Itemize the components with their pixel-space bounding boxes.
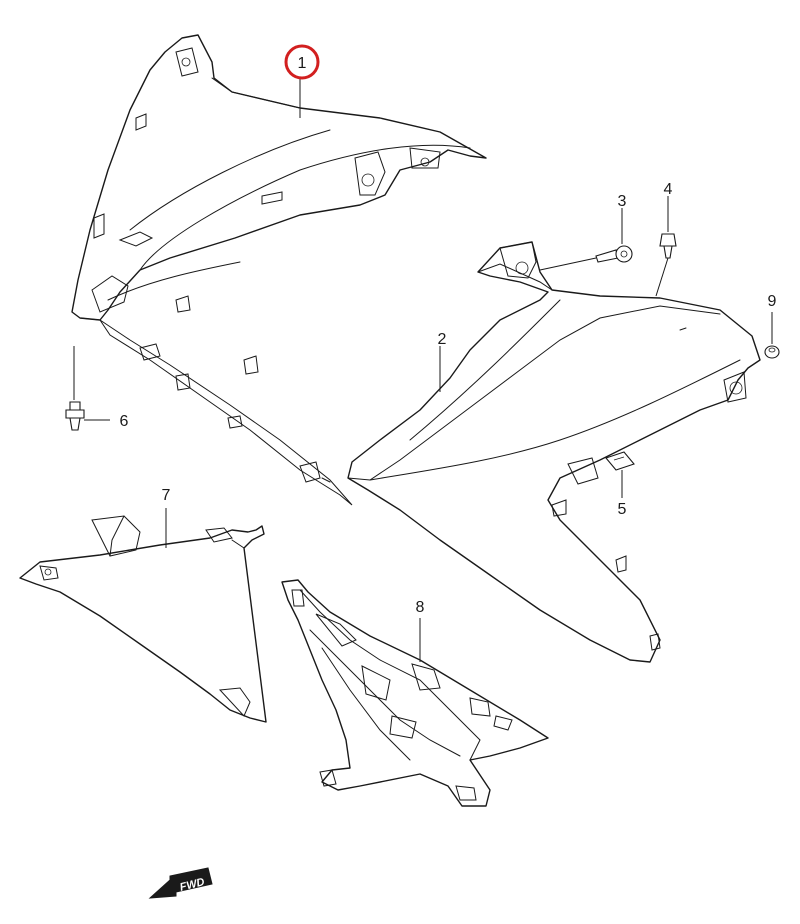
callout-1[interactable]: 1 [298,55,307,72]
callout-2[interactable]: 2 [438,331,447,348]
part-9-nut[interactable] [764,312,780,359]
forward-arrow-icon [148,867,213,899]
callout-4[interactable]: 4 [664,181,673,198]
part-6-rivet[interactable] [65,346,110,431]
callout-9[interactable]: 9 [768,293,777,310]
callout-3[interactable]: 3 [618,193,627,210]
part-5-clip-nut[interactable] [605,451,635,498]
callout-7[interactable]: 7 [162,487,171,504]
callout-6[interactable]: 6 [120,413,129,430]
callout-8[interactable]: 8 [416,599,425,616]
part-2-side-cowl[interactable] [347,241,761,663]
part-1-upper-cowl[interactable] [71,34,487,506]
highlight-ring [284,44,320,80]
part-7-inner-panel[interactable] [19,508,267,723]
callout-5[interactable]: 5 [618,501,627,518]
part-3-screw[interactable] [539,208,633,271]
fwd-label: FWD [179,876,206,894]
fwd-marker: FWD [148,867,213,899]
part-4-clip[interactable] [655,196,677,297]
callout-labels: 1 2 3 4 5 6 7 8 9 [120,44,777,616]
part-8-inner-cover[interactable] [281,579,549,807]
